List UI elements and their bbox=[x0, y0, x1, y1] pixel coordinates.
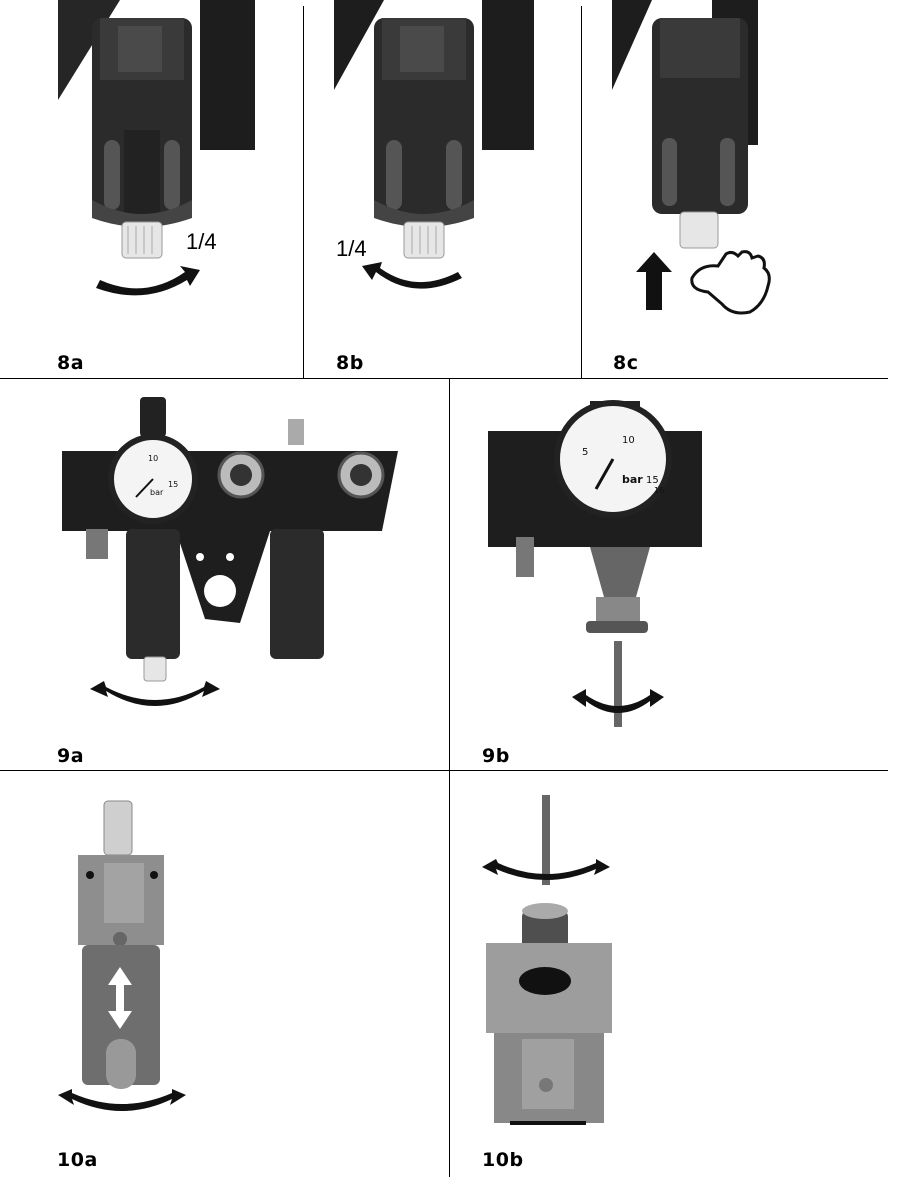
gauge-screwdriver-illustration: 5 10 15 16 bar bbox=[488, 400, 702, 727]
figure-10a-panel: 10a bbox=[0, 771, 449, 1190]
rotate-both-arrow-icon bbox=[572, 689, 664, 713]
gauge-tick-label: 10 bbox=[148, 454, 158, 463]
figure-label: 8a bbox=[57, 352, 85, 374]
up-arrow-icon bbox=[636, 252, 672, 310]
rotate-both-arrow-icon bbox=[482, 859, 610, 880]
oil-dosing-screw-illustration bbox=[482, 795, 612, 1125]
gauge-tick-label: 15 bbox=[168, 480, 178, 489]
figure-8b-panel: 1/4 8b bbox=[304, 0, 581, 378]
gauge-tick-label: 5 bbox=[582, 447, 588, 458]
figure-label: 9a bbox=[57, 745, 85, 767]
rotate-arrow-icon bbox=[96, 266, 200, 296]
rotate-both-arrow-icon bbox=[58, 1089, 186, 1111]
figure-10b-panel: 10b bbox=[450, 771, 888, 1190]
rotate-arrow-icon bbox=[362, 262, 462, 289]
figure-label: 8c bbox=[613, 352, 639, 374]
divider-top-row-bottom bbox=[0, 378, 888, 379]
divider-8a-8b bbox=[303, 6, 304, 378]
figure-label: 9b bbox=[482, 745, 510, 767]
up-down-arrow-icon bbox=[108, 967, 132, 1029]
divider-8b-8c bbox=[581, 6, 582, 378]
gauge-tick-label: 16 bbox=[654, 486, 664, 495]
quarter-turn-label: 1/4 bbox=[186, 229, 217, 254]
filter-bowl-illustration bbox=[612, 0, 771, 315]
figure-label: 8b bbox=[336, 352, 364, 374]
figure-9a-panel: 10 15 bar 9a bbox=[0, 379, 449, 770]
figure-label: 10a bbox=[57, 1149, 98, 1171]
gauge-unit-label: bar bbox=[622, 473, 643, 486]
lubricator-illustration bbox=[58, 800, 186, 1111]
divider-middle-row-bottom bbox=[0, 770, 888, 771]
gauge-tick-label: 15 bbox=[646, 475, 659, 486]
service-unit-illustration: 10 15 bar bbox=[62, 397, 398, 706]
figure-8a-panel: 1/4 8a bbox=[0, 0, 303, 378]
divider-middle-column bbox=[449, 379, 450, 1177]
filter-bowl-illustration bbox=[58, 0, 255, 296]
filter-bowl-illustration bbox=[334, 0, 534, 289]
rotate-both-arrow-icon bbox=[90, 681, 220, 706]
figure-9b-panel: 5 10 15 16 bar 9b bbox=[450, 379, 888, 770]
thumb-hand-icon bbox=[690, 250, 771, 315]
gauge-tick-label: 10 bbox=[622, 435, 635, 446]
gauge-unit-label: bar bbox=[150, 488, 164, 497]
figure-label: 10b bbox=[482, 1149, 524, 1171]
figure-8c-panel: 8c bbox=[582, 0, 888, 378]
quarter-turn-label: 1/4 bbox=[336, 236, 367, 261]
